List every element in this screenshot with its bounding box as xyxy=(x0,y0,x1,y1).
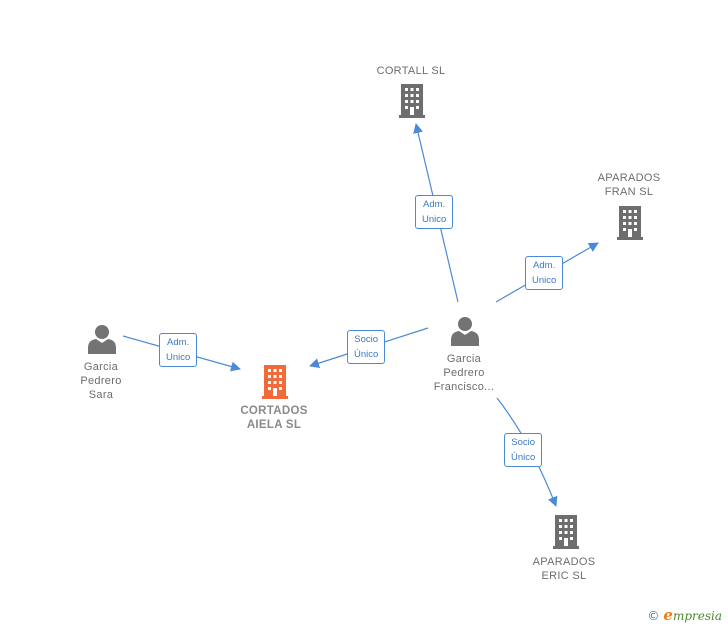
building-icon-aparados-fran xyxy=(617,206,643,240)
node-label-cortall[interactable]: CORTALL SL xyxy=(376,65,446,77)
empresia-watermark: ©empresia xyxy=(647,606,722,624)
person-icon-garcia-francisco xyxy=(451,317,479,346)
node-label-garcia-francisco[interactable]: Garcia Pedrero Francisco... xyxy=(433,353,495,393)
empresia-logo-initial: e xyxy=(663,606,673,624)
edge-label-socio-unico-aparados-eric: Socio Único xyxy=(504,433,543,467)
edge-label-adm-unico-aparados-fran: Adm. Unico xyxy=(525,256,564,290)
node-label-aparados-fran[interactable]: APARADOS FRAN SL xyxy=(597,172,661,198)
empresia-logo-text: mpresia xyxy=(672,609,722,623)
edge-label-adm-unico-sara: Adm. Unico xyxy=(159,333,198,367)
building-icon-cortall xyxy=(399,84,425,118)
building-icon-aparados-eric xyxy=(553,515,579,549)
person-icon-garcia-sara xyxy=(88,325,116,354)
node-label-cortados-aiela[interactable]: CORTADOS AIELA SL xyxy=(240,405,308,431)
edge-label-adm-unico-cortall: Adm. Unico xyxy=(415,195,454,229)
node-label-garcia-sara[interactable]: Garcia Pedrero Sara xyxy=(80,361,122,401)
copyright-icon: © xyxy=(647,609,660,623)
node-label-aparados-eric[interactable]: APARADOS ERIC SL xyxy=(532,556,596,582)
edge-label-socio-unico-cortados-aiela: Socio Único xyxy=(347,330,386,364)
building-icon-cortados-aiela xyxy=(262,365,288,399)
